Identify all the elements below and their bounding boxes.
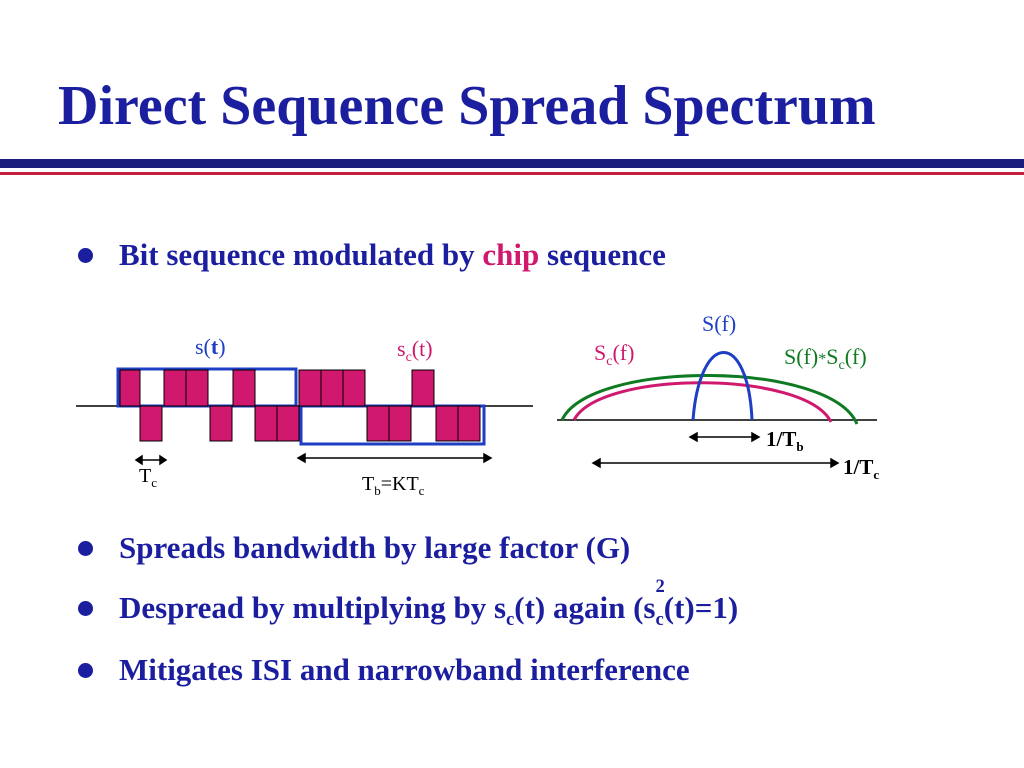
bit-spectrum-curve (691, 351, 754, 421)
bullet-dot (78, 663, 93, 678)
chip (320, 369, 344, 407)
chip-word: chip (482, 237, 540, 272)
chip (163, 369, 187, 407)
inv-tb-label: 1/Tb (766, 427, 804, 454)
slide-title: Direct Sequence Spread Spectrum (58, 75, 876, 137)
chip (254, 405, 278, 442)
chip (209, 405, 233, 442)
bullet-1-text: Bit sequence modulated by chip sequence (119, 237, 666, 272)
tc-label: Tc (139, 465, 157, 490)
chip-spectrum-curve (572, 381, 833, 423)
bullet-3-text: Despread by multiplying by sc(t) again (… (119, 576, 739, 631)
bullet-dot (78, 601, 93, 616)
inv-tb-arrow (688, 431, 761, 443)
tb-arrow (296, 452, 493, 464)
tc-arrow (134, 454, 168, 466)
chip (366, 405, 390, 442)
title-rule-navy (0, 159, 1024, 168)
title-rule-red (0, 172, 1024, 175)
chip (457, 405, 481, 442)
chip (119, 369, 141, 407)
chip (276, 405, 300, 442)
chip (298, 369, 322, 407)
bullet-2-text: Spreads bandwidth by large factor (G) (119, 530, 631, 565)
tb-label: Tb=KTc (362, 473, 425, 498)
chip (139, 405, 163, 442)
bullet-dot (78, 541, 93, 556)
chip (411, 369, 435, 407)
convolution-label: S(f)*Sc(f) (784, 344, 867, 373)
inv-tc-arrow (591, 457, 840, 469)
chip (185, 369, 209, 407)
sf-label: S(f) (702, 311, 736, 336)
spread-spectrum-curve (560, 374, 859, 425)
chip (342, 369, 366, 407)
chip (388, 405, 412, 442)
inv-tc-label: 1/Tc (843, 455, 879, 482)
chip (435, 405, 459, 442)
bullet-dot (78, 248, 93, 263)
scf-label: Sc(f) (594, 340, 634, 369)
sct-label: sc(t) (397, 336, 433, 365)
chip (232, 369, 256, 407)
st-label: s(t) (195, 334, 226, 359)
bullet-4-text: Mitigates ISI and narrowband interferenc… (119, 652, 690, 687)
